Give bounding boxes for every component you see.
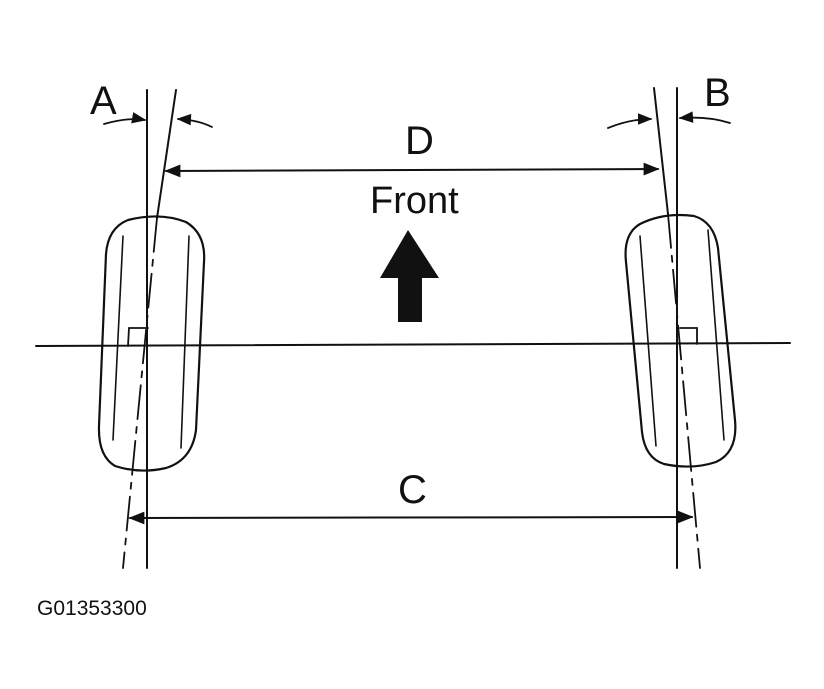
right-wheel-centerline-dashed (667, 213, 701, 569)
left-right-angle-mark (127, 327, 149, 347)
left-tire-outline (97, 215, 206, 472)
angle-b-arc-left (607, 113, 653, 129)
front-distance-label: D (405, 119, 434, 163)
rear-distance-label: C (398, 468, 427, 512)
right-wheel-assembly (607, 87, 737, 569)
left-wheel-centerline-dashed (122, 217, 158, 569)
angle-b-arc-right (678, 111, 731, 124)
rear-distance-line (128, 510, 694, 525)
front-distance-line (164, 162, 660, 178)
right-right-angle-mark (679, 327, 698, 345)
angle-b-label: B (704, 71, 731, 115)
angle-a-arc (103, 112, 147, 125)
right-wheel-centerline (653, 87, 669, 215)
axle-centerline (35, 342, 791, 347)
front-direction-label: Front (370, 180, 459, 222)
front-direction-arrow-icon (380, 230, 439, 322)
left-wheel-centerline (156, 89, 177, 219)
left-wheel-assembly (97, 89, 213, 569)
angle-a-label: A (90, 79, 117, 123)
angle-a-arc-right (176, 113, 213, 128)
right-tire-outline (624, 213, 737, 468)
left-tire-inner-tread (112, 235, 190, 449)
figure-code: G01353300 (37, 597, 147, 620)
right-tire-inner-tread (639, 229, 725, 447)
